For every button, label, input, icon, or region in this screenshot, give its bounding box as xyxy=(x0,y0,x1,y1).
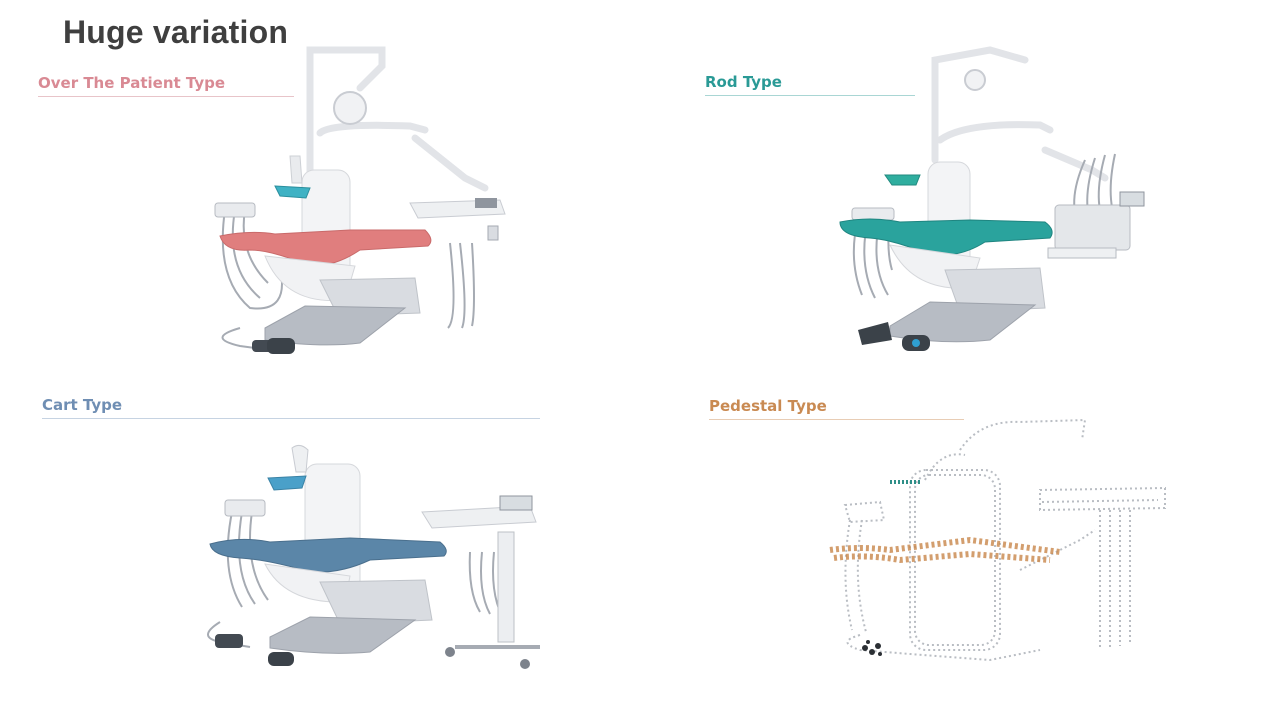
section-label-pedestal: Pedestal Type xyxy=(709,396,964,420)
dental-chair-rod-type-image xyxy=(839,46,1145,351)
section-label-over-the-patient: Over The Patient Type xyxy=(38,73,294,97)
dental-chair-pedestal-type-image xyxy=(829,418,1166,662)
section-label-rod: Rod Type xyxy=(705,72,915,96)
dental-chair-over-patient-image xyxy=(214,46,506,354)
section-label-cart: Cart Type xyxy=(42,395,540,419)
page-title: Huge variation xyxy=(63,14,289,50)
dental-chair-cart-type-image xyxy=(207,444,540,669)
